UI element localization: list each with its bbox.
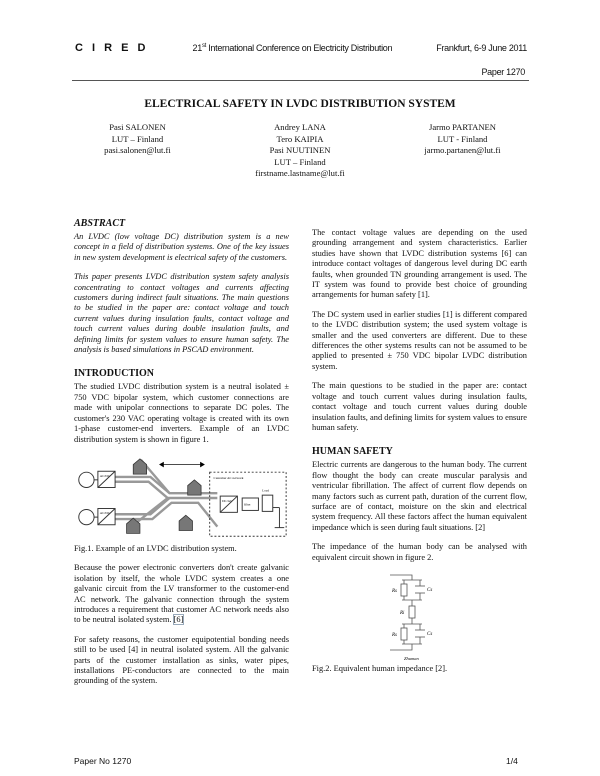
fig2-label-ri: Ri: [399, 611, 405, 616]
author-block-3: Jarmo PARTANEN LUT - Finland jarmo.parta…: [385, 122, 540, 180]
author-name: Andrey LANA: [274, 122, 326, 132]
body-paragraph-main-questions: The main questions to be studied in the …: [312, 381, 527, 432]
body-paragraph-impedance: The impedance of the human body can be a…: [312, 542, 527, 562]
introduction-heading: INTRODUCTION: [74, 368, 155, 380]
abstract-paragraph-1: An LVDC (low voltage DC) distribution sy…: [74, 232, 289, 262]
left-column: ABSTRACT An LVDC (low voltage DC) distri…: [74, 218, 289, 696]
figure-1-caption: Fig.1. Example of an LVDC distribution s…: [74, 543, 237, 553]
human-safety-heading: HUMAN SAFETY: [312, 446, 393, 458]
body-paragraph-safety: For safety reasons, the customer equipot…: [74, 634, 289, 686]
abstract-paragraph-2: This paper presents LVDC distribution sy…: [74, 272, 289, 355]
author-name: Pasi NUUTINEN: [269, 145, 331, 155]
authors: Pasi SALONEN LUT – Finland pasi.salonen@…: [60, 122, 540, 180]
author-affiliation: LUT – Finland: [274, 156, 326, 167]
conference-title: International Conference on Electricity …: [206, 43, 393, 53]
fig2-label-z: Zhuman: [404, 656, 420, 661]
abstract-heading: ABSTRACT: [74, 218, 126, 229]
cired-logo: C I R E D: [75, 42, 149, 54]
fig1-label-conv2: AC/DC: [100, 511, 111, 515]
conference-name: 21st International Conference on Electri…: [193, 43, 393, 53]
footer-paper-number: Paper No 1270: [74, 756, 132, 766]
author-affiliation: LUT – Finland: [111, 133, 164, 144]
body-paragraph-electric-currents: Electric currents are dangerous to the h…: [312, 460, 527, 532]
fig1-label-filter: filter: [244, 503, 251, 507]
body-paragraph-dc-system: The DC system used in earlier studies [1…: [312, 309, 527, 371]
fig1-label-network: Customer AC network: [214, 476, 244, 480]
figure-1-lvdc-system-diagram: AC/DC AC/DC DC/AC filter Customer AC net…: [78, 458, 287, 537]
right-column: The contact voltage values are depending…: [312, 228, 527, 683]
author-block-1: Pasi SALONEN LUT – Finland pasi.salonen@…: [60, 122, 215, 180]
author-email: firstname.lastname@lut.fi: [255, 168, 345, 178]
author-name: Tero KAIPIA: [276, 133, 324, 144]
paper-id: Paper 1270: [481, 67, 525, 77]
fig1-label-conv1: AC/DC: [100, 474, 111, 478]
header-rule: [72, 80, 529, 81]
introduction-paragraph: The studied LVDC distribution system is …: [74, 382, 289, 444]
author-name: Pasi SALONEN: [109, 122, 166, 132]
paragraph-text: Because the power electronic converters …: [74, 563, 289, 625]
location-date: Frankfurt, 6-9 June 2011: [436, 43, 527, 53]
fig2-label-rs1: Rs: [391, 589, 397, 594]
fig1-label-load: Load: [262, 488, 269, 492]
fig2-label-cs1: Cs: [427, 588, 432, 593]
conference-ordinal: st: [201, 43, 207, 49]
author-email: pasi.salonen@lut.fi: [104, 145, 171, 155]
author-block-2: Andrey LANA Tero KAIPIA Pasi NUUTINEN LU…: [223, 122, 378, 180]
author-email: jarmo.partanen@lut.fi: [424, 145, 501, 155]
author-name: Jarmo PARTANEN: [429, 122, 496, 132]
paper-title: ELECTRICAL SAFETY IN LVDC DISTRIBUTION S…: [144, 98, 456, 110]
reference-link[interactable]: [6]: [172, 614, 185, 626]
body-paragraph-galvanic: Because the power electronic converters …: [74, 563, 289, 626]
conference-number: 21: [192, 43, 203, 53]
fig2-label-rs2: Rs: [391, 633, 397, 638]
author-affiliation: LUT - Finland: [437, 133, 488, 144]
fig1-label-inverter: DC/AC: [222, 499, 233, 503]
figure-2-equivalent-circuit: Rs Cs Ri Rs Cs Zhuman: [390, 574, 432, 661]
body-paragraph-contact-voltage: The contact voltage values are depending…: [312, 228, 527, 300]
figure-2-caption: Fig.2. Equivalent human impedance [2].: [312, 663, 448, 673]
fig2-label-cs2: Cs: [427, 632, 432, 637]
page-header: C I R E D 21st International Conference …: [75, 42, 527, 54]
footer-page-number: 1/4: [506, 756, 518, 766]
